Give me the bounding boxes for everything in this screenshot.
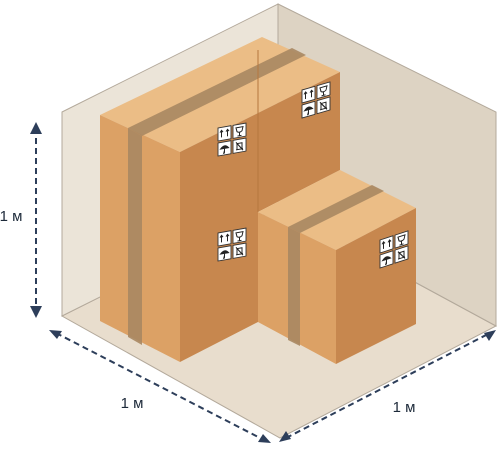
small-box-tape: [288, 185, 384, 233]
width-arrow: [55, 332, 265, 441]
width-label: 1 м: [121, 395, 144, 412]
depth-arrow: [285, 332, 491, 439]
height-dimension: 1 м: [0, 122, 42, 318]
tall-cardboard-box: [100, 37, 340, 362]
depth-dimension: 1 м: [279, 330, 496, 442]
depth-label: 1 м: [393, 399, 416, 416]
small-cardboard-box: [258, 170, 416, 364]
tall-box-tape: [128, 48, 306, 136]
width-dimension: 1 м: [49, 330, 271, 443]
height-label: 1 м: [0, 208, 22, 225]
